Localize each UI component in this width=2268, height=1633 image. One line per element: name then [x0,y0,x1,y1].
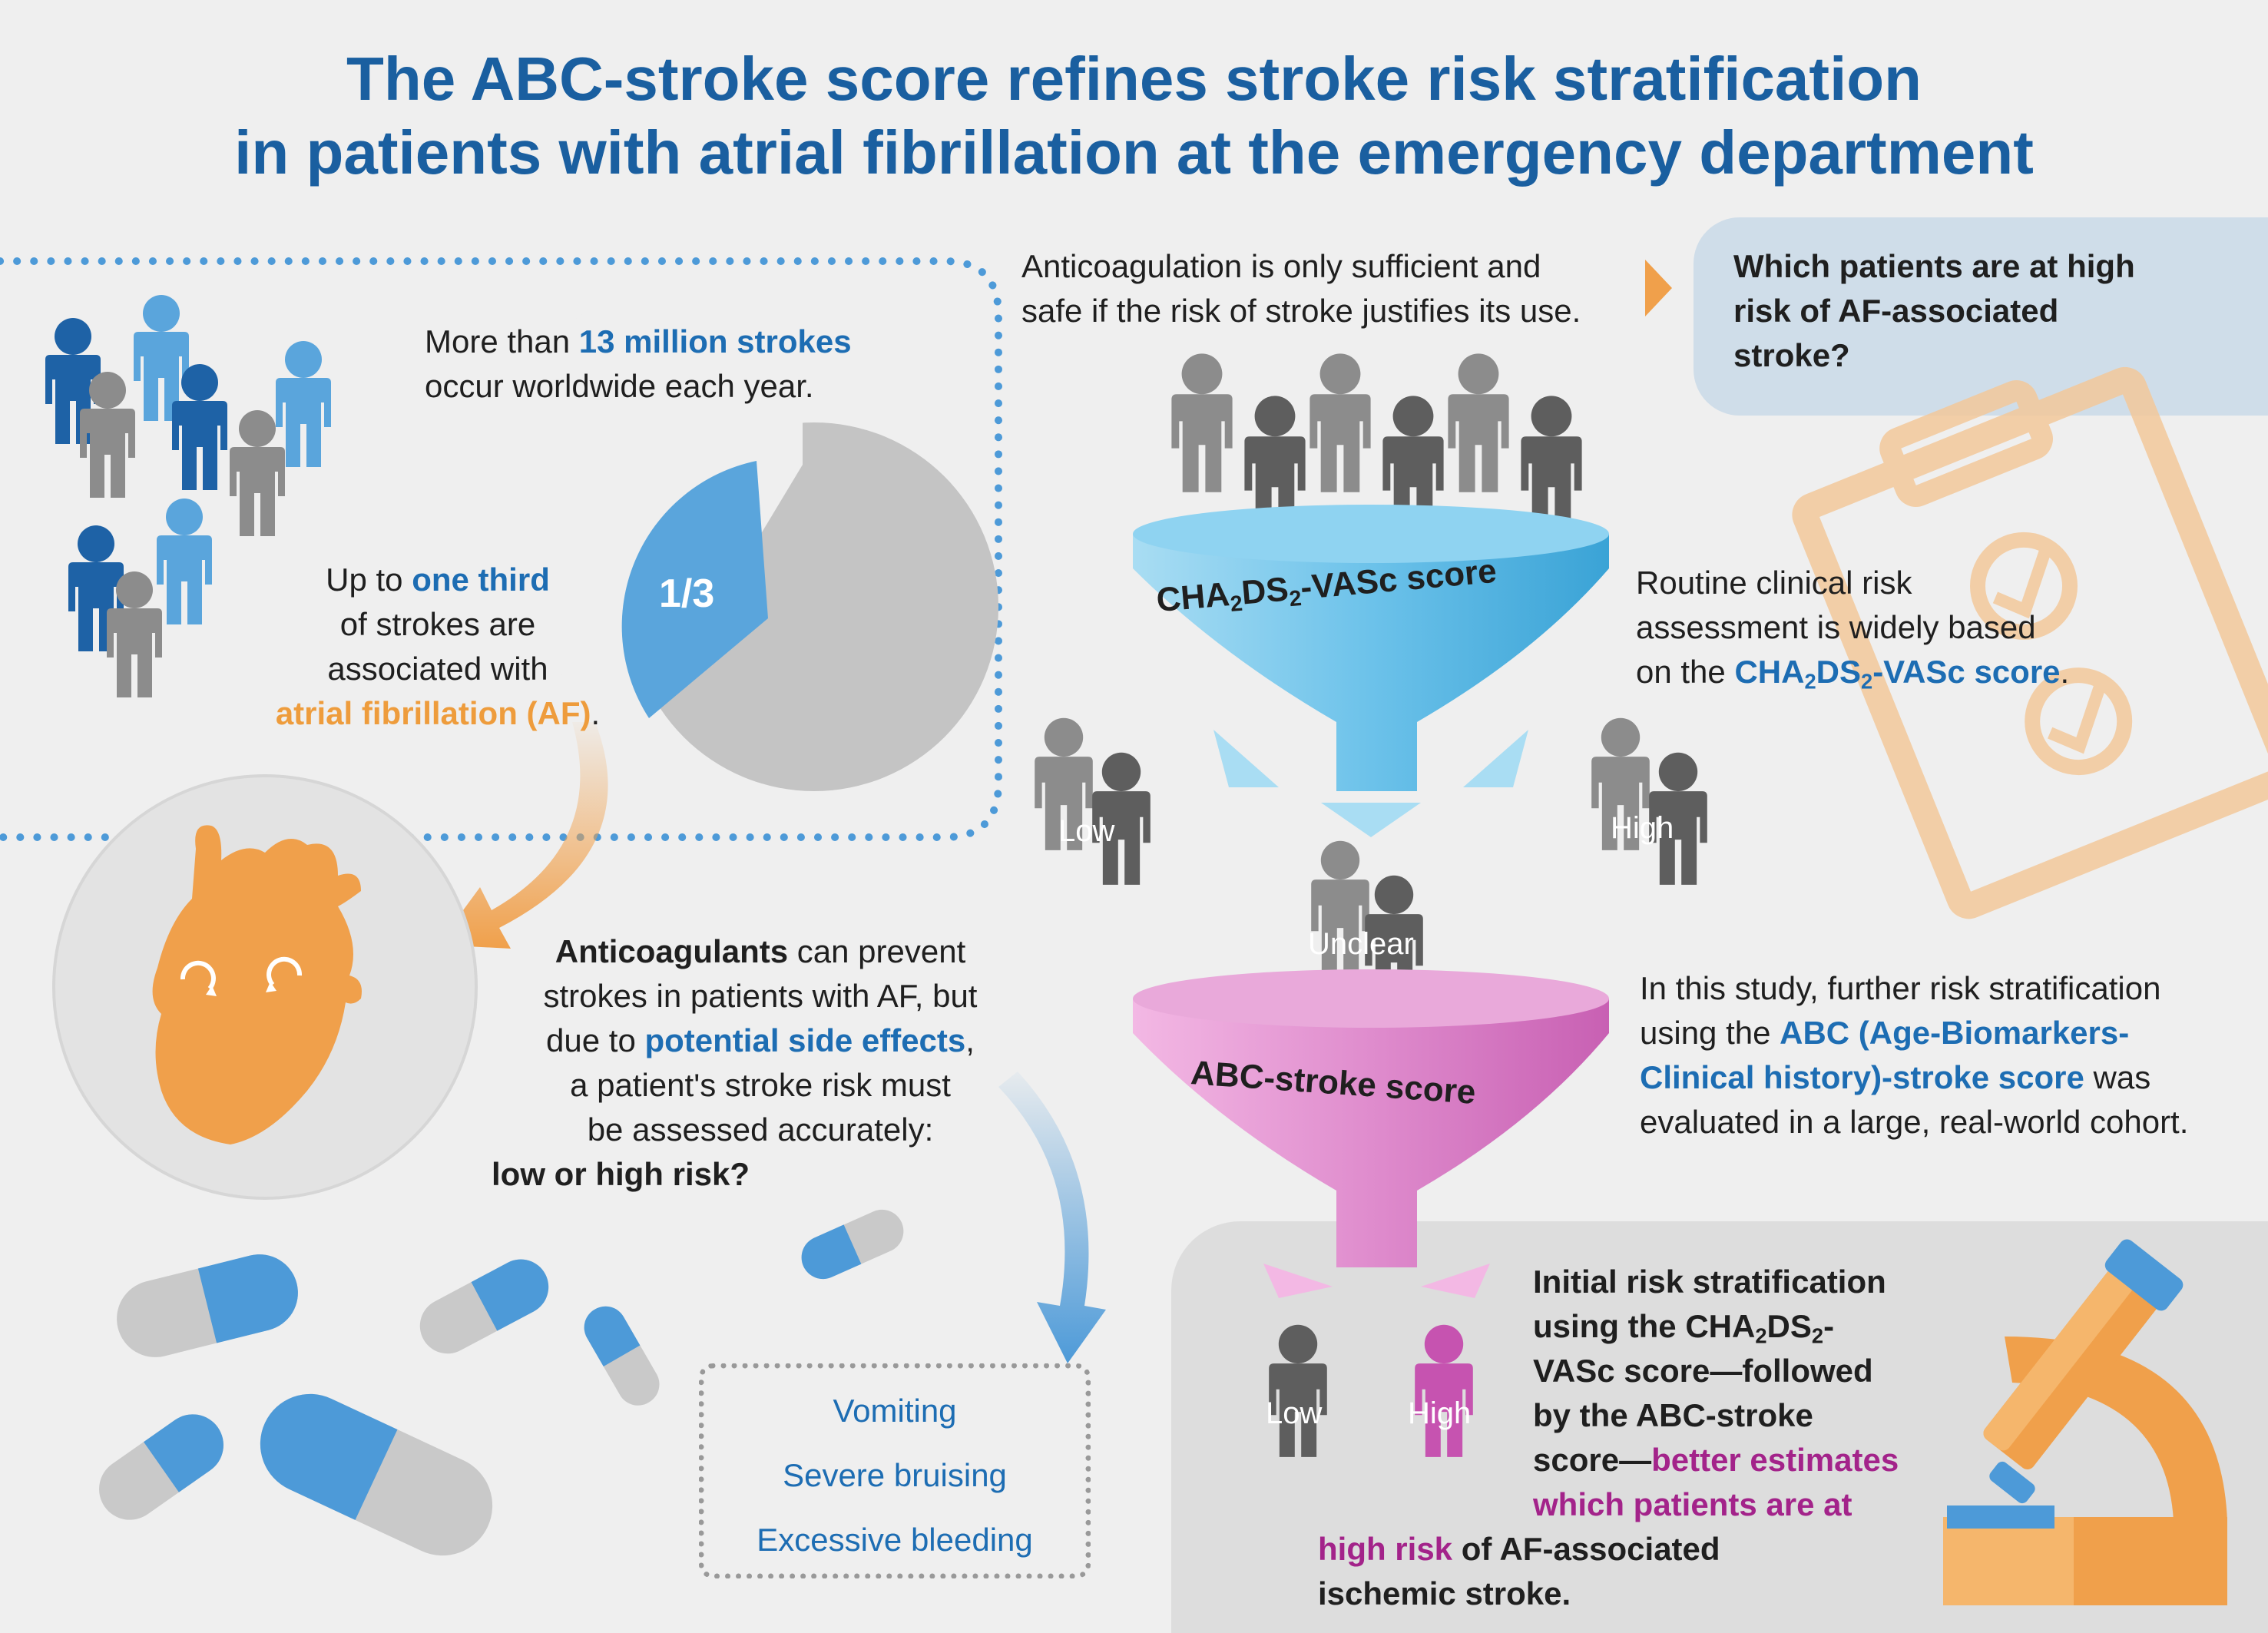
anticoagulation-note: Anticoagulation is only sufficient and s… [1021,248,1581,329]
pie-slice-third [621,461,768,718]
side-effects-box [699,1363,1091,1578]
side-effect-item: Severe bruising [783,1457,1007,1493]
side-effect-item: Vomiting [833,1393,957,1429]
pie-label: 1/3 [659,571,715,616]
low-final-label: Low [1266,1396,1323,1430]
page-title: The ABC-stroke score refines stroke risk… [0,42,2268,190]
microscope-icon [1943,1239,2227,1605]
side-effects-list: Vomiting Severe bruising Excessive bleed… [699,1379,1091,1572]
pie-gap [487,267,803,727]
dotted-frame [0,257,1002,841]
funnel-icon [1133,505,1609,837]
high-final-icon [1415,1324,1473,1457]
side-effect-item: Excessive bleeding [757,1522,1033,1558]
pill-icon [99,1209,904,1556]
question-text: Which patients are at high risk of AF-as… [1733,248,2135,373]
conclusion-text-1: Initial risk stratification using the CH… [1533,1264,1886,1433]
clipboard-icon [1792,366,2268,919]
routine-assessment-text: Routine clinical risk assessment is wide… [1636,565,2070,694]
unclear-label: Unclear [1308,927,1414,961]
arrow-icon [998,1072,1106,1363]
low-group-icon [1035,717,1151,885]
arrow-icon [1645,260,1672,316]
strokes-highlight: 13 million strokes [578,323,852,359]
title-line-2: in patients with atrial fibrillation at … [234,118,2034,187]
strokes-fact: More than 13 million strokes occur world… [425,323,852,404]
heart-icon [52,774,478,1200]
high-group-icon [1591,717,1707,885]
low-label: Low [1058,814,1115,848]
conclusion-text-3: high risk of AF-associated ischemic stro… [1318,1531,1720,1611]
funnel-icon [1133,969,1609,1298]
low-final-icon [1269,1324,1327,1457]
arrow-icon [438,722,608,949]
af-share-fact: Up to one third of strokes are associate… [275,561,601,731]
question-box [1694,217,2268,416]
anticoagulants-text: Anticoagulants can prevent strokes in pa… [492,933,978,1192]
study-text: In this study, further risk stratificati… [1640,970,2189,1140]
title-line-1: The ABC-stroke score refines stroke risk… [346,45,1922,113]
conclusion-text-2: score—better estimates which patients ar… [1533,1442,1899,1522]
high-final-label: High [1408,1396,1472,1430]
pie-chart [487,267,998,791]
high-label: High [1611,811,1674,845]
